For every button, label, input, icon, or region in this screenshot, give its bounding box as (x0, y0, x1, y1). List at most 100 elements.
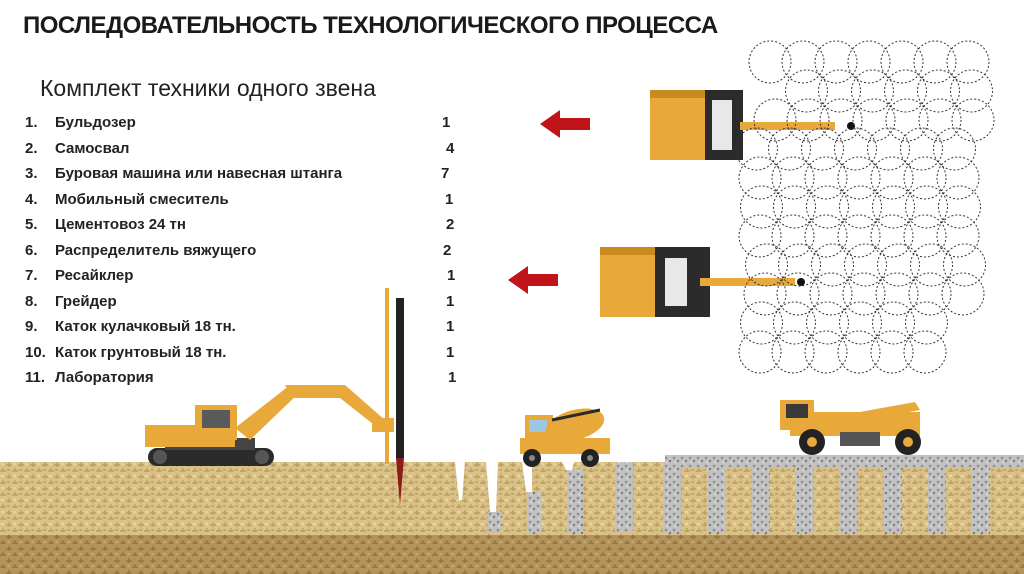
drill-hole-circle (741, 186, 783, 228)
item-number: 7. (25, 267, 38, 284)
drill-hole-circle (909, 273, 951, 315)
drill-hole-circle (868, 128, 910, 170)
item-number: 6. (25, 242, 38, 259)
list-item: 2. Самосвал 4 (22, 136, 462, 162)
soil-ground (0, 455, 1024, 574)
item-number: 3. (25, 165, 38, 182)
drill-hole-circle (914, 41, 956, 83)
drill-hole-circle (787, 99, 829, 141)
drill-hole-circle (934, 128, 976, 170)
drill-hole-circle (840, 302, 882, 344)
drill-hole-circle (807, 302, 849, 344)
list-item: 9. Каток кулачковый 18 тн. 1 (22, 314, 462, 340)
item-quantity: 1 (448, 369, 456, 386)
item-number: 1. (25, 114, 38, 131)
item-number: 8. (25, 293, 38, 310)
item-name: Буровая машина или навесная штанга (55, 165, 342, 182)
item-name: Грейдер (55, 293, 117, 310)
drill-hole-circle (848, 41, 890, 83)
list-item: 5. Цементовоз 24 тн 2 (22, 212, 462, 238)
item-name: Цементовоз 24 тн (55, 216, 186, 233)
item-name: Каток грунтовый 18 тн. (55, 344, 226, 361)
equipment-list: 1. Бульдозер 1 2. Самосвал 4 3. Буровая … (22, 110, 462, 386)
item-number: 11. (25, 369, 45, 386)
drill-hole-circle (820, 99, 862, 141)
drill-pattern (736, 41, 995, 373)
item-quantity: 1 (442, 114, 450, 131)
drill-hole-circle (754, 99, 796, 141)
drill-hole-circle (739, 331, 781, 373)
item-quantity: 1 (446, 344, 454, 361)
drill-hole-circle (952, 99, 994, 141)
item-quantity: 7 (441, 165, 449, 182)
drill-hole-circle (951, 70, 993, 112)
item-quantity: 1 (446, 318, 454, 335)
drill-hole-circle (805, 331, 847, 373)
drill-hole-circle (904, 215, 946, 257)
drill-hole-circle (871, 215, 913, 257)
item-number: 5. (25, 216, 38, 233)
drill-hole-circle (886, 99, 928, 141)
item-name: Каток кулачковый 18 тн. (55, 318, 236, 335)
drill-hole-circle (853, 99, 895, 141)
drill-hole-circle (807, 186, 849, 228)
item-quantity: 2 (446, 216, 454, 233)
drill-hole-circle (904, 331, 946, 373)
item-number: 10. (25, 344, 46, 361)
item-quantity: 1 (446, 293, 454, 310)
item-number: 9. (25, 318, 38, 335)
list-item: 1. Бульдозер 1 (22, 110, 462, 136)
concrete-mixer-icon (520, 403, 610, 467)
drill-hole-circle (947, 41, 989, 83)
drill-hole-circle (901, 128, 943, 170)
drill-hole-circle (802, 128, 844, 170)
list-item: 10. Каток грунтовый 18 тн. 1 (22, 340, 462, 366)
drill-hole-circle (812, 244, 854, 286)
item-name: Мобильный смеситель (55, 191, 229, 208)
list-item: 8. Грейдер 1 (22, 289, 462, 315)
drill-hole-circle (906, 302, 948, 344)
item-number: 2. (25, 140, 38, 157)
list-item: 6. Распределитель вяжущего 2 (22, 238, 462, 264)
page-title: ПОСЛЕДОВАТЕЛЬНОСТЬ ТЕХНОЛОГИЧЕСКОГО ПРОЦ… (23, 12, 718, 40)
drill-hole-circle (942, 273, 984, 315)
recycler-icon (780, 400, 921, 455)
drill-hole-circle (838, 215, 880, 257)
item-name: Самосвал (55, 140, 129, 157)
item-name: Ресайклер (55, 267, 133, 284)
list-item: 3. Буровая машина или навесная штанга 7 (22, 161, 462, 187)
list-item: 4. Мобильный смеситель 1 (22, 187, 462, 213)
item-quantity: 2 (443, 242, 451, 259)
drill-hole-circle (906, 186, 948, 228)
excavator-icon (145, 385, 394, 466)
drill-hole-circle (805, 215, 847, 257)
drill-hole-circle (815, 41, 857, 83)
list-item: 11. Лаборатория 1 (22, 365, 462, 386)
arrow-left-icon (540, 110, 590, 138)
drill-hole-circle (739, 215, 781, 257)
drill-hole-circle (840, 186, 882, 228)
drill-rig-icon (650, 90, 855, 160)
drill-hole-circle (939, 186, 981, 228)
page-subtitle: Комплект техники одного звена (40, 75, 376, 102)
drill-hole-circle (838, 331, 880, 373)
drill-hole-circle (873, 302, 915, 344)
item-name: Распределитель вяжущего (55, 242, 256, 259)
item-quantity: 4 (446, 140, 454, 157)
item-name: Лаборатория (55, 369, 154, 386)
item-quantity: 1 (445, 191, 453, 208)
drill-hole-circle (937, 215, 979, 257)
item-number: 4. (25, 191, 38, 208)
drill-hole-circle (774, 302, 816, 344)
drill-hole-circle (911, 244, 953, 286)
list-item: 7. Ресайклер 1 (22, 263, 462, 289)
arrow-left-icon (508, 266, 558, 294)
drill-hole-circle (769, 128, 811, 170)
drill-hole-circle (878, 244, 920, 286)
drill-hole-circle (881, 41, 923, 83)
drill-hole-circle (937, 157, 979, 199)
drill-hole-circle (741, 302, 783, 344)
drill-hole-circle (873, 186, 915, 228)
item-name: Бульдозер (55, 114, 136, 131)
drill-hole-circle (774, 186, 816, 228)
